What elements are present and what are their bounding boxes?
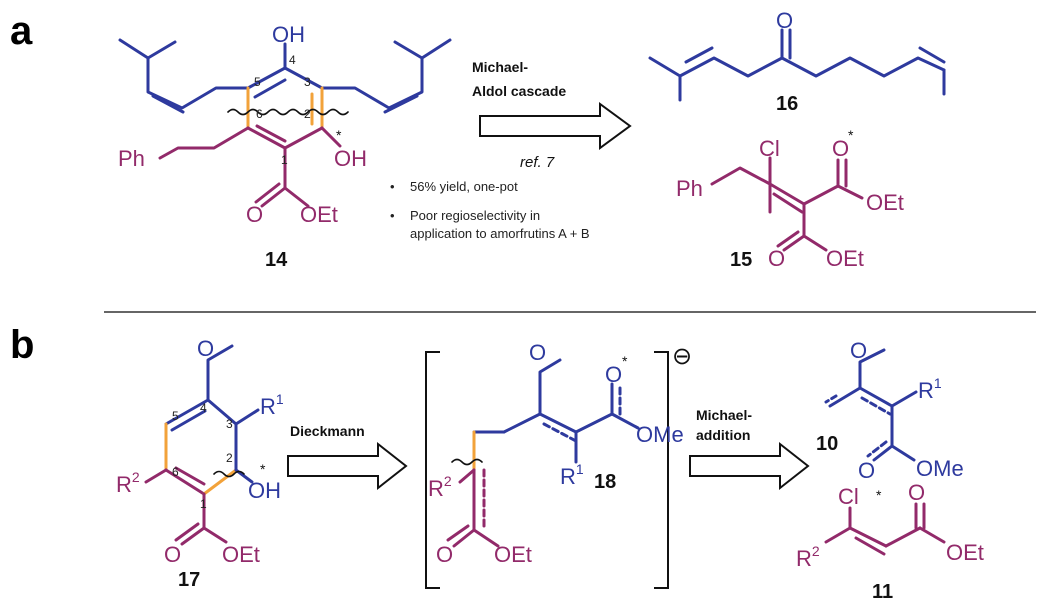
r1-label-17: R1 [260, 391, 284, 419]
ome-label-10: OMe [916, 456, 964, 481]
right-prenyl-chain [320, 38, 452, 110]
arrow-michael-label-line1: Michael- [696, 407, 752, 423]
ring-number-1-17: 1 [200, 497, 207, 511]
note-yield: 56% yield, one-pot [410, 179, 518, 194]
ester-oet-17: OEt [222, 542, 260, 567]
cleavage-wavy-line [227, 108, 349, 116]
o-top-18: O [605, 362, 622, 387]
arrow-dieckmann [287, 441, 408, 491]
ring-number-1: 1 [281, 153, 288, 167]
oh-label-17: OH [248, 478, 281, 503]
ring-number-6: 6 [256, 107, 263, 121]
arrow-a-ref: ref. 7 [520, 154, 555, 171]
ph-label-15: Ph [676, 176, 703, 201]
panel-a-label: a [10, 9, 33, 53]
arrow-dieckmann-label: Dieckmann [290, 423, 365, 439]
oet-label-15a: OEt [866, 190, 904, 215]
ring-number-4-17: 4 [200, 401, 207, 415]
ester-o-label: O [246, 202, 263, 227]
compound-11 [824, 502, 946, 556]
ring-number-3: 3 [304, 75, 311, 89]
arrow-a-label-line2: Aldol cascade [472, 83, 566, 99]
oet-label-11: OEt [946, 540, 984, 565]
o-label-10: O [858, 458, 875, 483]
star-marker-17: * [260, 461, 266, 477]
arrow-michael-aldol [479, 102, 632, 150]
compound-11-number: 11 [872, 581, 893, 603]
methoxy-o-18: O [529, 340, 546, 365]
cl-label-11: Cl [838, 484, 859, 509]
ester-oet-label: OEt [300, 202, 338, 227]
note-regio-2: application to amorfrutins A + B [410, 226, 590, 241]
r2-label-18: R2 [428, 473, 452, 501]
ring-number-2: 2 [304, 107, 311, 121]
notes-list: • 56% yield, one-pot • Poor regioselecti… [390, 179, 590, 241]
ring-number-2-17: 2 [226, 451, 233, 465]
r2-label-11: R2 [796, 543, 820, 571]
ring-number-5: 5 [254, 75, 261, 89]
oh-right-label: OH [334, 146, 367, 171]
oh-top-label: OH [272, 22, 305, 47]
compound-10-number: 10 [816, 433, 838, 455]
ketone-o-label: O [776, 8, 793, 33]
ring-number-5-17: 5 [172, 409, 179, 423]
methoxy-o-10: O [850, 338, 867, 363]
ph-label: Ph [118, 146, 145, 171]
ome-label-18: OMe [636, 422, 684, 447]
cl-label: Cl [759, 136, 780, 161]
compound-14-number: 14 [265, 249, 288, 271]
compound-15 [710, 156, 864, 252]
oet-label-15b: OEt [826, 246, 864, 271]
compound-10 [824, 348, 918, 462]
ester-o-17: O [164, 542, 181, 567]
o-label-15a: O [832, 136, 849, 161]
r1-label-10: R1 [918, 375, 942, 403]
arrow-michael-label-line2: addition [696, 427, 750, 443]
panel-b-label: b [10, 323, 34, 367]
methoxy-o-17: O [197, 336, 214, 361]
compound-16 [648, 28, 946, 102]
compound-18-number: 18 [594, 471, 616, 493]
note-regio-1: Poor regioselectivity in [410, 208, 540, 223]
star-marker: * [336, 127, 342, 143]
compound-17-number: 17 [178, 569, 200, 591]
compound-18 [446, 358, 640, 548]
anion-charge: ⊖ [672, 343, 692, 370]
arrow-a-label-line1: Michael- [472, 59, 528, 75]
ring-number-3-17: 3 [226, 417, 233, 431]
o-label-11: O [908, 480, 925, 505]
ester-oet-18: OEt [494, 542, 532, 567]
star-marker-15: * [848, 127, 854, 143]
bracket-right [654, 351, 669, 589]
ring-number-6-17: 6 [172, 465, 179, 479]
left-prenyl-chain [118, 38, 250, 110]
svg-text:•: • [390, 208, 395, 223]
star-marker-10: * [876, 487, 882, 503]
bracket-left [425, 351, 440, 589]
compound-17 [144, 344, 260, 546]
compound-16-number: 16 [776, 93, 798, 115]
ring-number-4: 4 [289, 53, 296, 67]
ester-o-18: O [436, 542, 453, 567]
svg-text:•: • [390, 179, 395, 194]
compound-15-number: 15 [730, 249, 752, 271]
r1-label-18: R1 [560, 461, 584, 489]
r2-label-17: R2 [116, 469, 140, 497]
star-marker-18: * [622, 353, 628, 369]
o-label-15b: O [768, 246, 785, 271]
compound-14 [118, 38, 452, 208]
arrow-michael-addition [689, 441, 810, 491]
